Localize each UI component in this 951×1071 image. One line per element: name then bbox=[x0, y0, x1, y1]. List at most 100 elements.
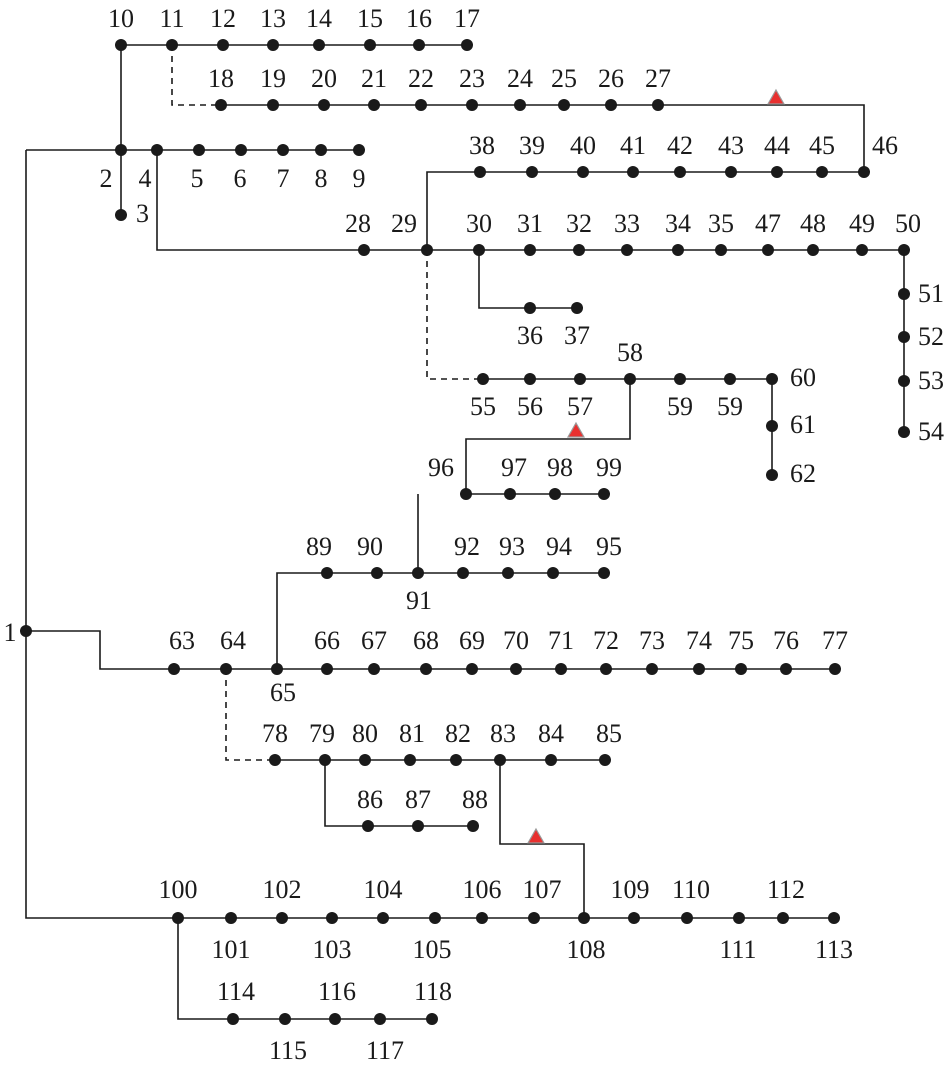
bus-label-46: 46 bbox=[872, 131, 898, 160]
bus-node-30 bbox=[473, 244, 485, 256]
bus-node-56 bbox=[524, 373, 536, 385]
bus-node-86 bbox=[362, 820, 374, 832]
bus-node-93 bbox=[502, 567, 514, 579]
bus-node-85 bbox=[599, 754, 611, 766]
bus-node-22 bbox=[415, 99, 427, 111]
bus-label-77: 77 bbox=[822, 626, 848, 655]
bus-label-5: 5 bbox=[191, 164, 204, 193]
bus-label-39: 39 bbox=[519, 131, 545, 160]
bus-node-92 bbox=[457, 567, 469, 579]
bus-label-66: 66 bbox=[314, 626, 340, 655]
bus-node-80 bbox=[359, 754, 371, 766]
tie-line-dashed bbox=[426, 250, 483, 380]
bus-label-31: 31 bbox=[517, 209, 543, 238]
bus-node-46 bbox=[858, 166, 870, 178]
bus-label-79: 79 bbox=[309, 719, 335, 748]
bus-node-116 bbox=[329, 1013, 341, 1025]
bus-label-84: 84 bbox=[538, 719, 564, 748]
bus-node-8 bbox=[315, 144, 327, 156]
bus-label-112: 112 bbox=[767, 875, 805, 904]
bus-node-45 bbox=[816, 166, 828, 178]
bus-label-30: 30 bbox=[466, 209, 492, 238]
bus-label-24: 24 bbox=[507, 64, 533, 93]
bus-node-96 bbox=[460, 488, 472, 500]
bus-node-115 bbox=[279, 1013, 291, 1025]
bus-label-29: 29 bbox=[391, 209, 417, 238]
triangle-marker-icon bbox=[526, 827, 546, 844]
bus-label-35: 35 bbox=[708, 209, 734, 238]
feeder-line bbox=[324, 760, 473, 827]
bus-node-117 bbox=[374, 1013, 386, 1025]
bus-node-40 bbox=[577, 166, 589, 178]
bus-label-44: 44 bbox=[764, 131, 790, 160]
bus-node-37 bbox=[571, 302, 583, 314]
bus-label-83: 83 bbox=[490, 719, 516, 748]
bus-node-32 bbox=[573, 244, 585, 256]
bus-label-114: 114 bbox=[217, 977, 255, 1006]
bus-node-29 bbox=[421, 244, 433, 256]
feeder-line bbox=[478, 250, 577, 309]
bus-node-101 bbox=[225, 912, 237, 924]
bus-node-11 bbox=[166, 39, 178, 51]
bus-label-96: 96 bbox=[428, 453, 454, 482]
bus-label-93: 93 bbox=[499, 532, 525, 561]
bus-node-59a bbox=[674, 373, 686, 385]
bus-label-110: 110 bbox=[672, 875, 710, 904]
bus-label-98: 98 bbox=[547, 453, 573, 482]
bus-node-6 bbox=[235, 144, 247, 156]
bus-node-59b bbox=[724, 373, 736, 385]
bus-label-13: 13 bbox=[260, 4, 286, 33]
feeder-line bbox=[221, 104, 865, 172]
bus-node-61 bbox=[766, 420, 778, 432]
bus-node-87 bbox=[412, 820, 424, 832]
bus-label-85: 85 bbox=[596, 719, 622, 748]
bus-label-118: 118 bbox=[414, 977, 452, 1006]
bus-label-104: 104 bbox=[364, 875, 403, 904]
bus-label-7: 7 bbox=[277, 164, 290, 193]
bus-node-89 bbox=[321, 567, 333, 579]
bus-node-109 bbox=[628, 912, 640, 924]
bus-label-73: 73 bbox=[639, 626, 665, 655]
bus-label-68: 68 bbox=[413, 626, 439, 655]
bus-node-105 bbox=[429, 912, 441, 924]
bus-label-12: 12 bbox=[210, 4, 236, 33]
bus-node-106 bbox=[476, 912, 488, 924]
bus-node-99 bbox=[598, 488, 610, 500]
bus-node-24 bbox=[514, 99, 526, 111]
bus-node-18 bbox=[215, 99, 227, 111]
bus-label-18: 18 bbox=[208, 64, 234, 93]
bus-node-65 bbox=[271, 663, 283, 675]
bus-label-80: 80 bbox=[352, 719, 378, 748]
bus-node-36 bbox=[524, 302, 536, 314]
bus-label-59b: 59 bbox=[717, 392, 743, 421]
bus-node-55 bbox=[477, 373, 489, 385]
bus-node-51 bbox=[898, 288, 910, 300]
bus-node-4 bbox=[151, 144, 163, 156]
bus-label-26: 26 bbox=[598, 64, 624, 93]
bus-label-64: 64 bbox=[220, 626, 246, 655]
tie-line-dashed bbox=[225, 669, 275, 761]
bus-node-2 bbox=[115, 144, 127, 156]
bus-label-76: 76 bbox=[773, 626, 799, 655]
bus-label-97: 97 bbox=[501, 453, 527, 482]
bus-node-5 bbox=[193, 144, 205, 156]
bus-label-15: 15 bbox=[357, 4, 383, 33]
bus-node-74 bbox=[693, 663, 705, 675]
bus-label-57: 57 bbox=[567, 392, 593, 421]
bus-node-64 bbox=[220, 663, 232, 675]
bus-node-23 bbox=[466, 99, 478, 111]
bus-label-36: 36 bbox=[517, 321, 543, 350]
bus-node-1 bbox=[20, 625, 32, 637]
bus-label-70: 70 bbox=[503, 626, 529, 655]
node-layer bbox=[20, 39, 910, 1025]
bus-node-38 bbox=[474, 166, 486, 178]
bus-node-20 bbox=[318, 99, 330, 111]
bus-label-94: 94 bbox=[546, 532, 572, 561]
bus-label-101: 101 bbox=[212, 935, 251, 964]
bus-label-22: 22 bbox=[408, 64, 434, 93]
bus-node-26 bbox=[605, 99, 617, 111]
bus-node-77 bbox=[829, 663, 841, 675]
bus-label-75: 75 bbox=[728, 626, 754, 655]
bus-label-89: 89 bbox=[306, 532, 332, 561]
